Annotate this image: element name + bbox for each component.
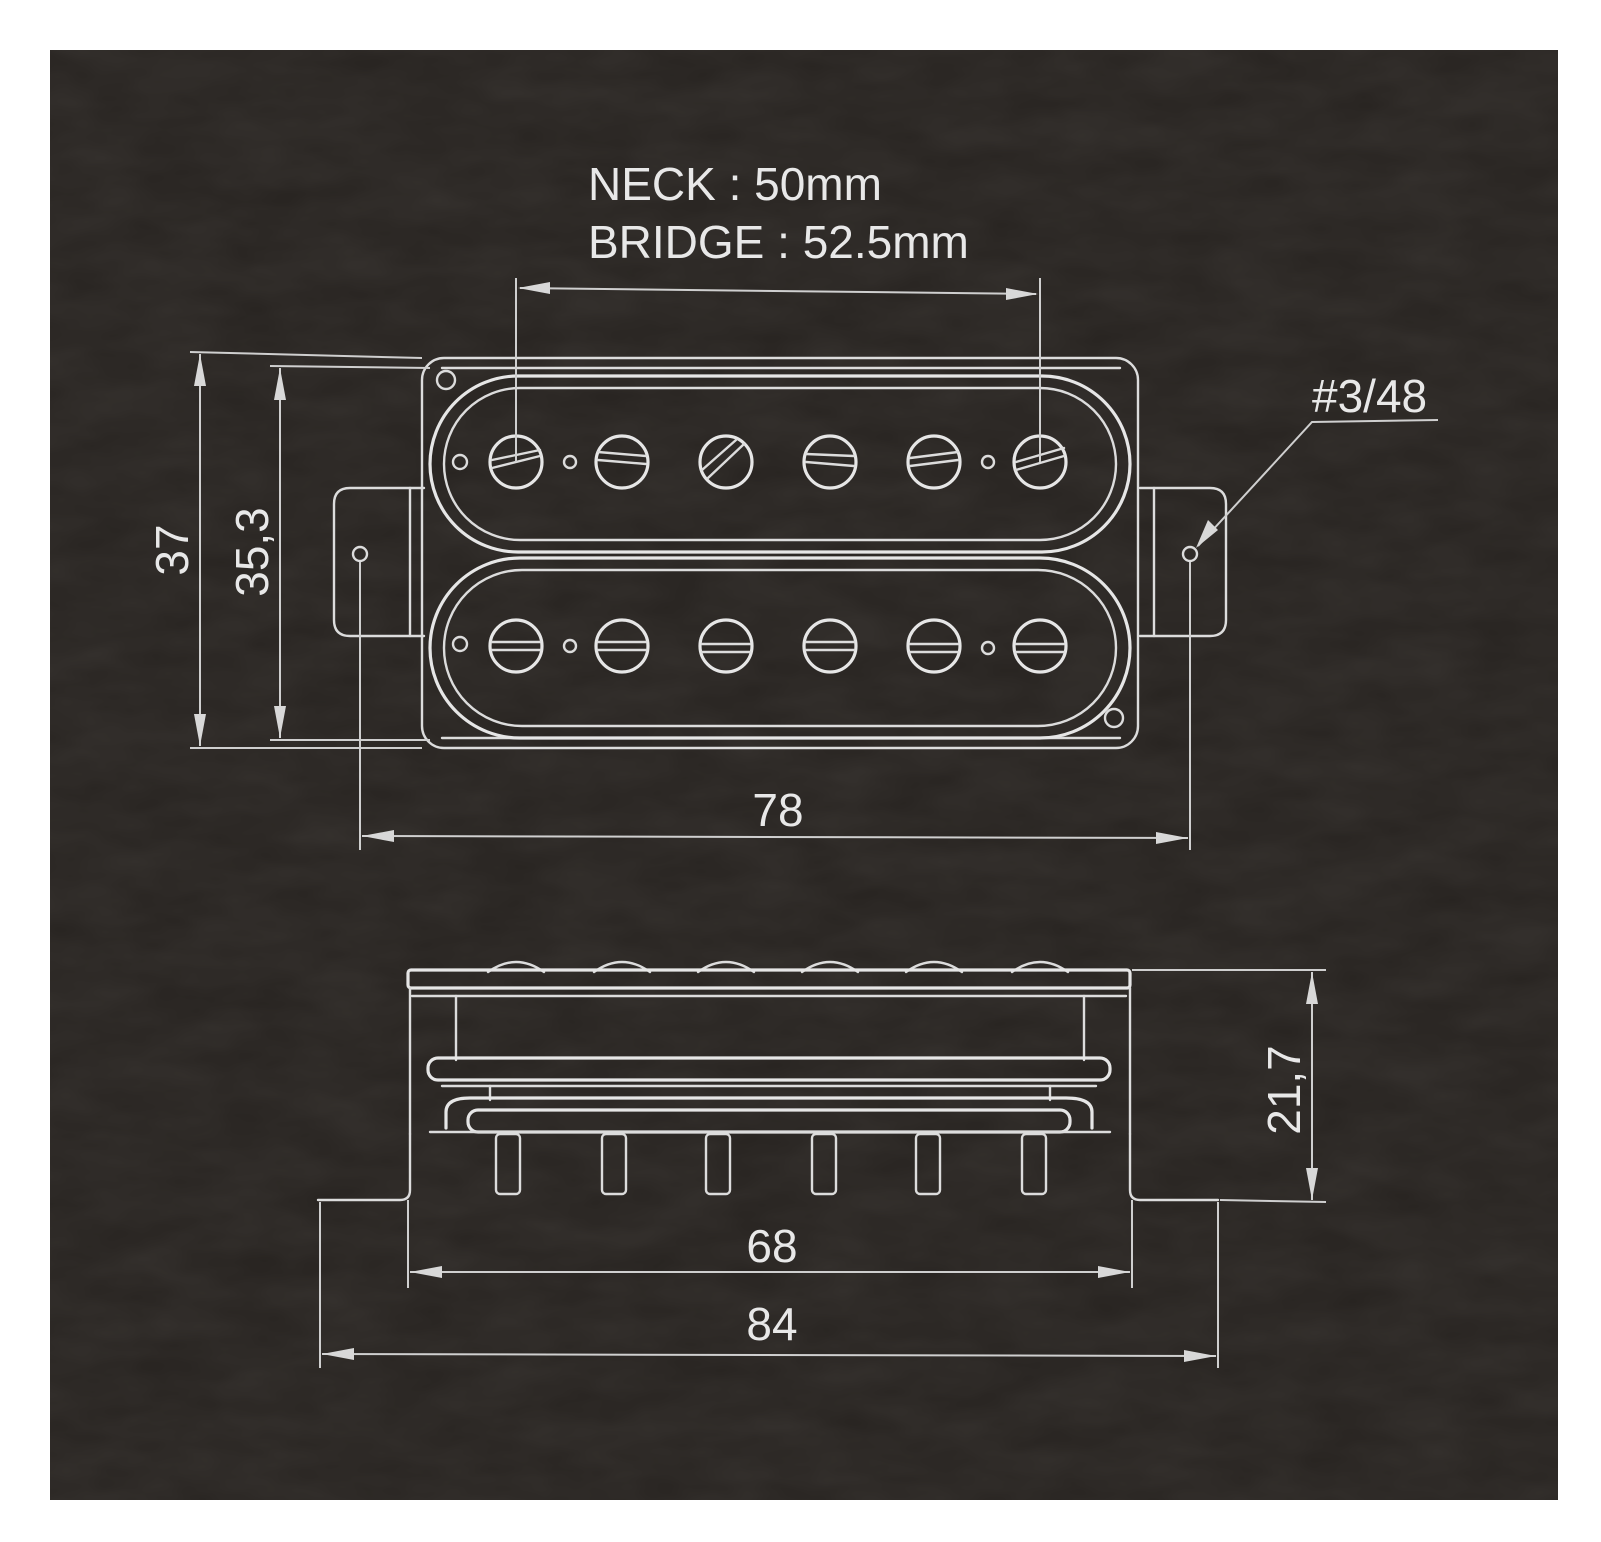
pole-screw-icon [802, 434, 858, 490]
arrow-up-icon [1306, 972, 1318, 1004]
arrow-right-icon [1184, 1350, 1216, 1362]
pole-screw-icon [802, 618, 858, 674]
pole-screw-icon [1012, 618, 1068, 674]
bobbin-top-inner [442, 386, 1118, 542]
corner-screw-bottom-right [1103, 707, 1125, 729]
baseplate-outline [420, 356, 1140, 750]
arrow-up-icon [194, 354, 206, 386]
small-screw-icon [451, 635, 469, 653]
small-screw-icon [980, 640, 996, 656]
side-base-block [444, 1096, 1094, 1130]
arrow-down-icon [1306, 1168, 1318, 1200]
arrow-right-icon [1006, 288, 1038, 300]
screw-size-leader-line [1197, 419, 1439, 547]
mounting-hole-right [1181, 545, 1199, 563]
total-width-label: 84 [746, 1298, 797, 1350]
arrow-down-icon [274, 706, 286, 738]
arrow-down-icon [194, 714, 206, 746]
bobbin-top-outer [428, 374, 1132, 554]
mounting-hole-left [351, 545, 369, 563]
height-37-dimension [189, 351, 423, 749]
side-baseplate [316, 1132, 412, 1202]
side-bobbin-flange [426, 1056, 1112, 1082]
mounting-width-dimension [359, 562, 1191, 850]
total-width-dimension [319, 1202, 1219, 1368]
pole-screw-icon [906, 434, 962, 490]
small-screw-icon [562, 638, 578, 654]
height-35-3-dimension [269, 365, 431, 741]
mounting-tab-left [332, 486, 426, 638]
arrow-up-icon [274, 368, 286, 400]
pole-spacing-dimension [515, 278, 1041, 462]
corner-screw-top-left [435, 369, 457, 391]
small-screw-icon [562, 454, 578, 470]
height-outer-label: 37 [146, 524, 198, 575]
pole-screw-icon [698, 434, 754, 490]
small-screw-icon [980, 454, 996, 470]
body-width-dimension [407, 1200, 1133, 1288]
bridge-spacing-label: BRIDGE : 52.5mm [588, 216, 969, 268]
top-view: NECK : 50mm BRIDGE : 52.5mm #3/48 37 35,… [146, 158, 1439, 850]
pole-screw-icon [906, 618, 962, 674]
arrow-right-icon [1156, 832, 1188, 844]
mounting-tab-right [1138, 486, 1228, 638]
pole-screw-icon [594, 618, 650, 674]
diagram-frame: NECK : 50mm BRIDGE : 52.5mm #3/48 37 35,… [50, 50, 1558, 1500]
side-height-dimension [1132, 969, 1327, 1203]
arrow-left-icon [322, 1348, 354, 1360]
height-inner-label: 35,3 [226, 507, 278, 597]
mounting-width-label: 78 [752, 784, 803, 836]
side-height-label: 21,7 [1258, 1045, 1310, 1135]
pole-screw-icon [594, 434, 650, 490]
bobbin-bottom-inner [442, 568, 1118, 728]
pole-legs [494, 1132, 1048, 1196]
small-screw-icon [451, 453, 469, 471]
humbucker-dimension-drawing: NECK : 50mm BRIDGE : 52.5mm #3/48 37 35,… [50, 50, 1558, 1500]
side-top-plate [406, 968, 1132, 990]
arrow-left-icon [362, 830, 394, 842]
bobbin-bottom-outer [428, 556, 1132, 740]
neck-spacing-label: NECK : 50mm [588, 158, 882, 210]
pole-screw-icon [698, 618, 754, 674]
side-view: 21,7 68 84 [316, 960, 1327, 1368]
arrow-right-icon [1098, 1266, 1130, 1278]
arrow-left-icon [410, 1266, 442, 1278]
body-width-label: 68 [746, 1220, 797, 1272]
arrow-left-icon [518, 282, 550, 294]
pole-screw-icon [488, 618, 544, 674]
pole-pieces-bottom [451, 618, 1068, 674]
leader-arrow-icon [1196, 520, 1218, 548]
screw-size-label: #3/48 [1312, 370, 1427, 422]
